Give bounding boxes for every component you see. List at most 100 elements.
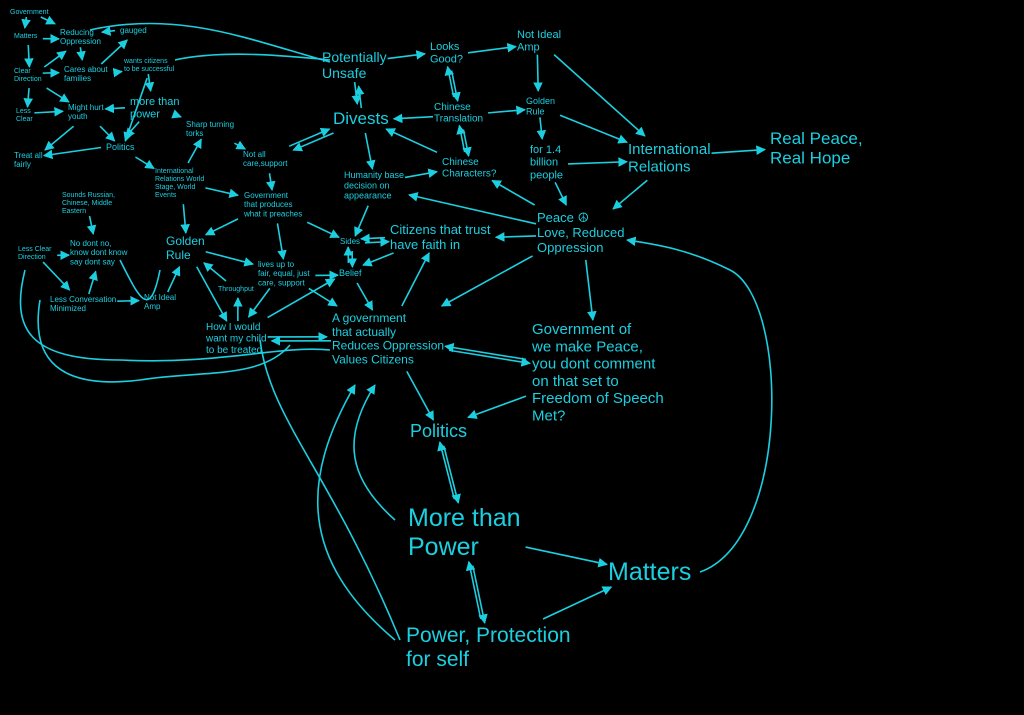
node-line: Government xyxy=(244,191,289,200)
node-line: we make Peace, xyxy=(531,338,643,355)
node-line: wants citizens xyxy=(123,58,168,65)
arrow-cares-to-gauged xyxy=(100,39,128,65)
node-line: Relations World xyxy=(155,176,204,183)
arrow-golden_small-to-lives xyxy=(205,250,254,267)
node-line: say dont say xyxy=(70,257,115,266)
arrow-golden_rule2-to-for14 xyxy=(536,117,547,140)
node-line: Clear xyxy=(14,68,31,75)
node-line: Oppression xyxy=(60,37,101,46)
node-line: Amp xyxy=(144,302,161,311)
arrow-gov_actually-to-citizens_trust xyxy=(401,252,430,307)
arrow-peace-to-citizens_trust xyxy=(494,232,537,242)
node-line: what it preaches xyxy=(243,209,302,218)
arrow-looks_good-to-not_ideal_amp xyxy=(467,42,517,54)
arrow-chinese_char-to-divests xyxy=(385,128,438,154)
arrow-lives-to-how_i xyxy=(247,287,271,318)
node-line: fairly xyxy=(14,160,31,169)
node-line: Politics xyxy=(410,421,467,441)
arrow-sharp-to-not_all xyxy=(234,140,247,150)
node-line: Divests xyxy=(333,109,389,128)
node-line: Citizens that trust xyxy=(390,222,491,237)
arrow-clear_dir-to-reducing xyxy=(43,50,67,68)
node-line: Good? xyxy=(430,54,463,66)
arrow-peace-to-humanity xyxy=(408,192,537,225)
curve-top-arc-2 xyxy=(174,53,331,61)
arrow-chinese_trans-to-looks_good xyxy=(444,65,455,98)
curve-more-than-loop xyxy=(353,384,396,521)
arrow-belief-to-gov_actually xyxy=(356,282,374,311)
arrow-might_hurt-to-treat xyxy=(44,125,75,151)
node-gauged: gauged xyxy=(120,26,147,35)
arrow-more_than_big-to-politics_big xyxy=(437,441,456,500)
node-line: Rule xyxy=(526,106,545,116)
node-line: that produces xyxy=(244,200,292,209)
node-line: Direction xyxy=(14,76,42,83)
arrow-chinese_char-to-chinese_trans xyxy=(456,124,466,153)
arrow-less_clear_dir-to-less_conv xyxy=(42,261,71,291)
node-line: International xyxy=(155,168,194,175)
node-line: Government xyxy=(10,9,49,16)
curve-left-loop xyxy=(19,269,331,362)
arrows xyxy=(21,15,766,624)
curve-not-ideal xyxy=(119,259,161,301)
node-line: for self xyxy=(406,648,469,671)
node-line: families xyxy=(64,74,91,83)
node-government: Government xyxy=(10,9,49,16)
node-line: No dont no, xyxy=(70,239,111,248)
arrow-chinese_trans-to-divests xyxy=(392,113,434,124)
arrow-gov_of-to-politics_big xyxy=(467,395,527,419)
node-line: Chinese, Middle xyxy=(62,200,112,207)
arrow-gov_preaches-to-lives xyxy=(276,223,287,260)
node-line: Less xyxy=(16,108,31,115)
node-line: A government xyxy=(332,311,407,325)
node-line: Chinese xyxy=(434,102,471,113)
arrow-gov_actually-to-politics_big xyxy=(406,371,435,421)
arrow-peace-to-chinese_char xyxy=(491,179,536,206)
node-line: to be successful xyxy=(124,66,175,73)
arrow-less_conv-to-not_ideal_small xyxy=(117,296,140,306)
node-line: Direction xyxy=(18,254,46,261)
node-line: Unsafe xyxy=(322,65,367,81)
node-throughput: Throughput xyxy=(218,286,254,293)
node-line: Less Clear xyxy=(18,246,52,253)
node-line: Peace ☮ xyxy=(537,210,589,225)
node-line: More than xyxy=(408,504,521,532)
node-politics-big: Politics xyxy=(410,421,467,441)
node-line: Freedom of Speech xyxy=(532,390,664,407)
arrow-intl_small-to-golden_small xyxy=(180,204,190,234)
node-line: Golden xyxy=(166,234,205,248)
node-line: torks xyxy=(186,129,203,138)
arrow-gov_preaches-to-sides xyxy=(306,221,340,239)
arrow-more_than_big-to-matters_big xyxy=(525,546,608,568)
node-line: Cares about xyxy=(64,65,108,74)
arrow-politics_small-to-intl_small xyxy=(135,156,155,170)
node-line: that actually xyxy=(332,325,396,339)
arrow-less_conv-to-no_dont xyxy=(88,270,98,295)
node-line: Potentially xyxy=(322,49,387,65)
node-line: Events xyxy=(155,192,177,199)
arrow-golden_rule2-to-intl_rel xyxy=(559,114,628,144)
arrow-intl_small-to-gov_preaches xyxy=(205,187,239,199)
node-line: Matters xyxy=(14,33,38,40)
arrow-potentially-to-divests xyxy=(351,82,362,105)
node-line: gauged xyxy=(120,26,147,35)
node-line: Real Peace, xyxy=(770,129,863,148)
